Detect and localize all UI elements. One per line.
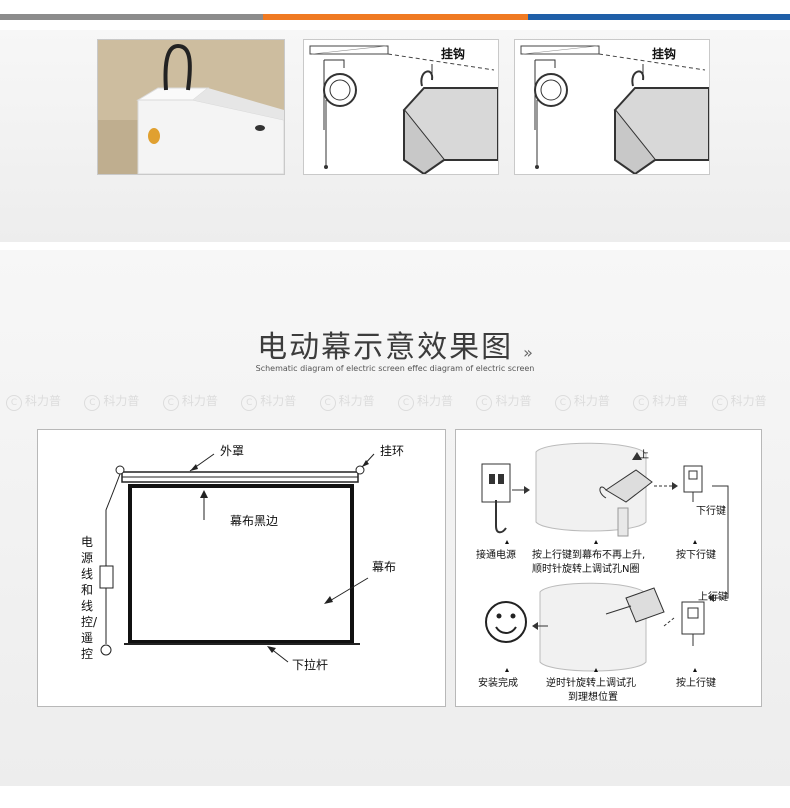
hook-diagram-1-graphic bbox=[309, 45, 498, 174]
label-pull-rod: 下拉杆 bbox=[292, 658, 329, 672]
step-press-up-line1: 按上行键到幕布不再上升, bbox=[532, 550, 646, 561]
label-black-border: 幕布黑边 bbox=[230, 514, 279, 528]
watermark-text: 科力普 bbox=[181, 394, 218, 408]
brand-logo-icon: C bbox=[241, 395, 258, 411]
hook-photo bbox=[97, 39, 285, 175]
section-subtitle: Schematic diagram of electric screen eff… bbox=[255, 364, 535, 373]
install-steps-graphic bbox=[481, 442, 729, 672]
hook-diagram-2-graphic bbox=[520, 45, 709, 174]
watermark-text: 科力普 bbox=[260, 394, 297, 408]
hook-photo-graphic bbox=[98, 40, 284, 174]
watermark-text: 科力普 bbox=[573, 394, 610, 408]
bar-blue-segment bbox=[528, 14, 790, 20]
watermark-text: 科力普 bbox=[652, 394, 689, 408]
brand-logo-icon: C bbox=[162, 395, 179, 411]
brand-logo-icon: C bbox=[319, 395, 336, 411]
step-press-down: 按下行键 bbox=[676, 550, 716, 561]
down-key-label: 下行键 bbox=[696, 506, 726, 517]
step-press-up-line2: 顺时针旋转上调试孔N圈 bbox=[532, 564, 640, 575]
watermark-text: 科力普 bbox=[25, 394, 62, 408]
watermark-text: 科力普 bbox=[495, 394, 532, 408]
hook-diagram-1: 挂钩 bbox=[303, 39, 499, 175]
hook-diagram-2: 挂钩 bbox=[514, 39, 710, 175]
section-title: 电动幕示意效果图 » bbox=[0, 322, 790, 366]
brand-logo-icon: C bbox=[711, 395, 728, 411]
brand-logo-icon: C bbox=[6, 395, 22, 411]
label-power-line: 电源线和线控/遥控 bbox=[81, 535, 98, 661]
label-screen: 幕布 bbox=[372, 560, 397, 574]
label-cover: 外罩 bbox=[220, 444, 245, 458]
label-ring: 挂环 bbox=[380, 444, 405, 458]
hook-label-1: 挂钩 bbox=[441, 47, 466, 61]
section-title-text: 电动幕示意效果图 bbox=[257, 330, 514, 365]
screen-parts-diagram: 外罩 挂环 幕布黑边 幕布 下拉杆 电源线和线控/遥控 bbox=[37, 429, 446, 707]
up-mark-label: 上 bbox=[639, 450, 649, 461]
hook-label-2: 挂钩 bbox=[652, 47, 677, 61]
brand-logo-icon: C bbox=[84, 395, 101, 411]
step-press-up: 按上行键 bbox=[676, 678, 716, 689]
step-adjust-line2: 到理想位置 bbox=[568, 692, 618, 703]
brand-logo-icon: C bbox=[554, 395, 571, 411]
step-complete: 安装完成 bbox=[478, 678, 518, 689]
watermark-text: 科力普 bbox=[103, 394, 140, 408]
bar-orange-segment bbox=[263, 14, 528, 20]
install-steps-diagram: 上 下行键 上行键 接通电源 按上行键到幕布不再上升, 顺时针旋转上调试孔N圈 … bbox=[455, 429, 762, 707]
bar-gray-segment bbox=[0, 14, 263, 20]
brand-logo-icon: C bbox=[476, 395, 493, 411]
watermark-text: 科力普 bbox=[417, 394, 454, 408]
screen-parts-graphic bbox=[99, 453, 375, 663]
brand-logo-icon: C bbox=[633, 395, 650, 411]
top-color-bar bbox=[0, 14, 790, 20]
double-chevron-icon: » bbox=[523, 343, 533, 362]
watermark-text: 科力普 bbox=[730, 394, 767, 408]
up-key-label: 上行键 bbox=[698, 592, 728, 603]
step-adjust-line1: 逆时针旋转上调试孔 bbox=[546, 678, 636, 689]
watermark-text: 科力普 bbox=[338, 394, 375, 408]
brand-logo-icon: C bbox=[398, 395, 415, 411]
step-power-on: 接通电源 bbox=[476, 550, 516, 561]
